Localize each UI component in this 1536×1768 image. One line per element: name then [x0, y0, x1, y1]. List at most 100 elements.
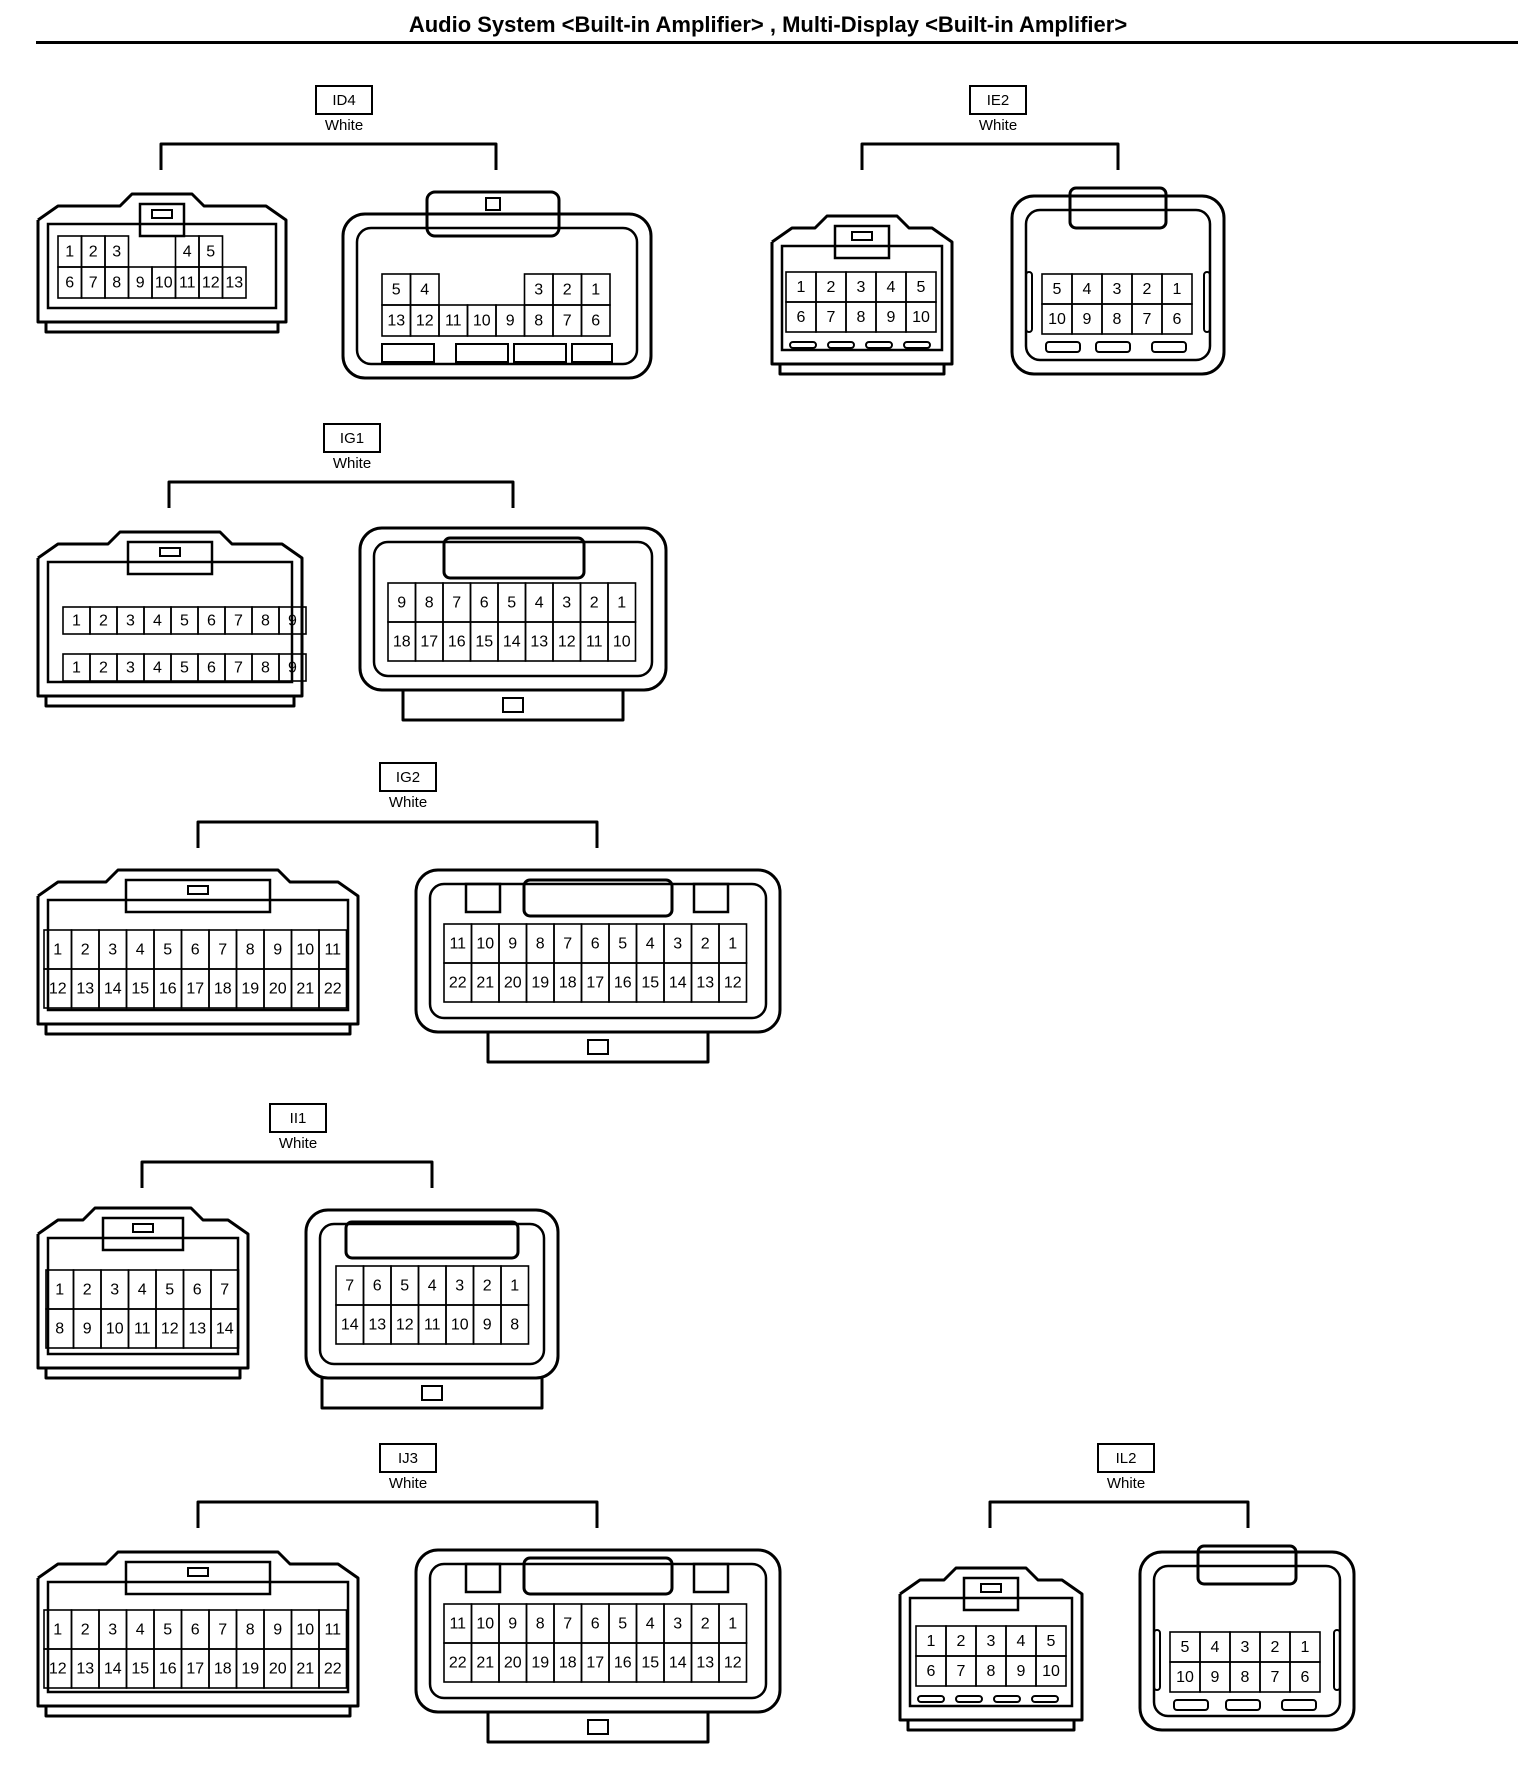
pin-number: 8: [987, 1663, 996, 1680]
pin-number: 20: [504, 1655, 522, 1672]
side-rail: [1025, 271, 1033, 333]
pin-cell: [718, 962, 748, 1003]
pin-number: 9: [288, 613, 297, 630]
connector-color: White: [325, 117, 363, 134]
housing-base: [906, 1720, 1076, 1732]
title-rule: [36, 41, 1518, 44]
pin-number: 2: [81, 1622, 90, 1639]
housing-inner: [46, 560, 294, 684]
pin-number: 8: [510, 1317, 519, 1334]
pin-number: 5: [917, 279, 926, 296]
connector-bracket: [159, 142, 498, 170]
pin-number: 11: [324, 942, 341, 959]
corner-block: [692, 1562, 730, 1594]
pin-number: 2: [483, 1278, 492, 1295]
pin-number: 7: [1271, 1669, 1280, 1686]
pin-number: 3: [857, 279, 866, 296]
pin-number: 12: [396, 1317, 414, 1334]
bottom-lock: [486, 1712, 710, 1744]
pin-number: 4: [535, 595, 544, 612]
pin-number: 6: [191, 1622, 200, 1639]
pin-number: 18: [393, 634, 411, 651]
pin-cell: [278, 606, 307, 635]
pin-number: 19: [241, 1661, 259, 1678]
lower-slot: [827, 341, 855, 349]
pin-number: 17: [586, 1655, 604, 1672]
pin-number: 14: [669, 1655, 687, 1672]
pin-number: 6: [1173, 311, 1182, 328]
lower-slot: [1225, 1699, 1261, 1711]
connector-id-box: [969, 85, 1027, 115]
pin-number: 7: [827, 309, 836, 326]
lower-slot: [1031, 1695, 1059, 1703]
pin-number: 7: [957, 1663, 966, 1680]
housing-outline: [304, 1208, 560, 1380]
housing-outline: [1010, 194, 1226, 376]
lock-latch: [126, 540, 214, 576]
pin-number: 8: [261, 613, 270, 630]
connector-id-box: [315, 85, 373, 115]
pin-number: 5: [507, 595, 516, 612]
pin-number: 18: [559, 975, 577, 992]
top-latch: [344, 1220, 520, 1260]
bottom-lock: [320, 1378, 544, 1410]
housing-outline: [358, 526, 668, 692]
housing-outline: [414, 1548, 782, 1714]
connector-bracket: [988, 1500, 1250, 1528]
pin-number: 5: [180, 613, 189, 630]
pin-cell: [718, 1642, 748, 1683]
pin-number: 4: [1211, 1639, 1220, 1656]
lower-slot: [381, 343, 435, 363]
pin-number: 8: [246, 942, 255, 959]
pin-number: 17: [186, 1661, 204, 1678]
pin-number: 18: [214, 981, 232, 998]
top-latch: [442, 536, 586, 580]
pin-number: 12: [49, 981, 67, 998]
pin-number: 6: [191, 942, 200, 959]
connector-bracket: [196, 1500, 599, 1528]
lock-latch: [124, 878, 272, 914]
pin-number: 7: [218, 1622, 227, 1639]
pin-number: 4: [153, 613, 162, 630]
pin-number: 5: [1047, 1633, 1056, 1650]
pin-number: 7: [89, 275, 98, 292]
housing-outline: [341, 212, 653, 380]
pin-cell: [318, 968, 348, 1009]
connector-bracket: [196, 820, 599, 848]
housing-inner: [46, 1580, 350, 1694]
pin-number: 10: [476, 936, 494, 953]
pin-number: 2: [99, 613, 108, 630]
pin-number: 19: [531, 975, 549, 992]
pin-number: 17: [186, 981, 204, 998]
lower-slot: [513, 343, 567, 363]
connector-color: White: [389, 794, 427, 811]
lock-latch: [138, 202, 186, 238]
latch-tab: [485, 197, 501, 211]
pin-number: 4: [183, 244, 192, 261]
pin-cell: [607, 621, 637, 662]
pin-number: 10: [1048, 311, 1066, 328]
pin-number: 1: [927, 1633, 936, 1650]
bottom-lock-tab: [421, 1385, 443, 1401]
bottom-lock-tab: [587, 1719, 609, 1735]
pin-number: 3: [108, 1622, 117, 1639]
connector-id: IJ3: [398, 1450, 418, 1467]
pin-number: 20: [504, 975, 522, 992]
pin-number: 19: [241, 981, 259, 998]
pin-number: 11: [449, 1616, 466, 1633]
housing-outline: [36, 1206, 250, 1370]
pin-number: 13: [368, 1317, 386, 1334]
lock-latch: [833, 224, 891, 260]
pin-number: 11: [586, 634, 603, 651]
housing-base: [44, 696, 296, 708]
corner-block: [692, 882, 730, 914]
pin-number: 8: [536, 1616, 545, 1633]
